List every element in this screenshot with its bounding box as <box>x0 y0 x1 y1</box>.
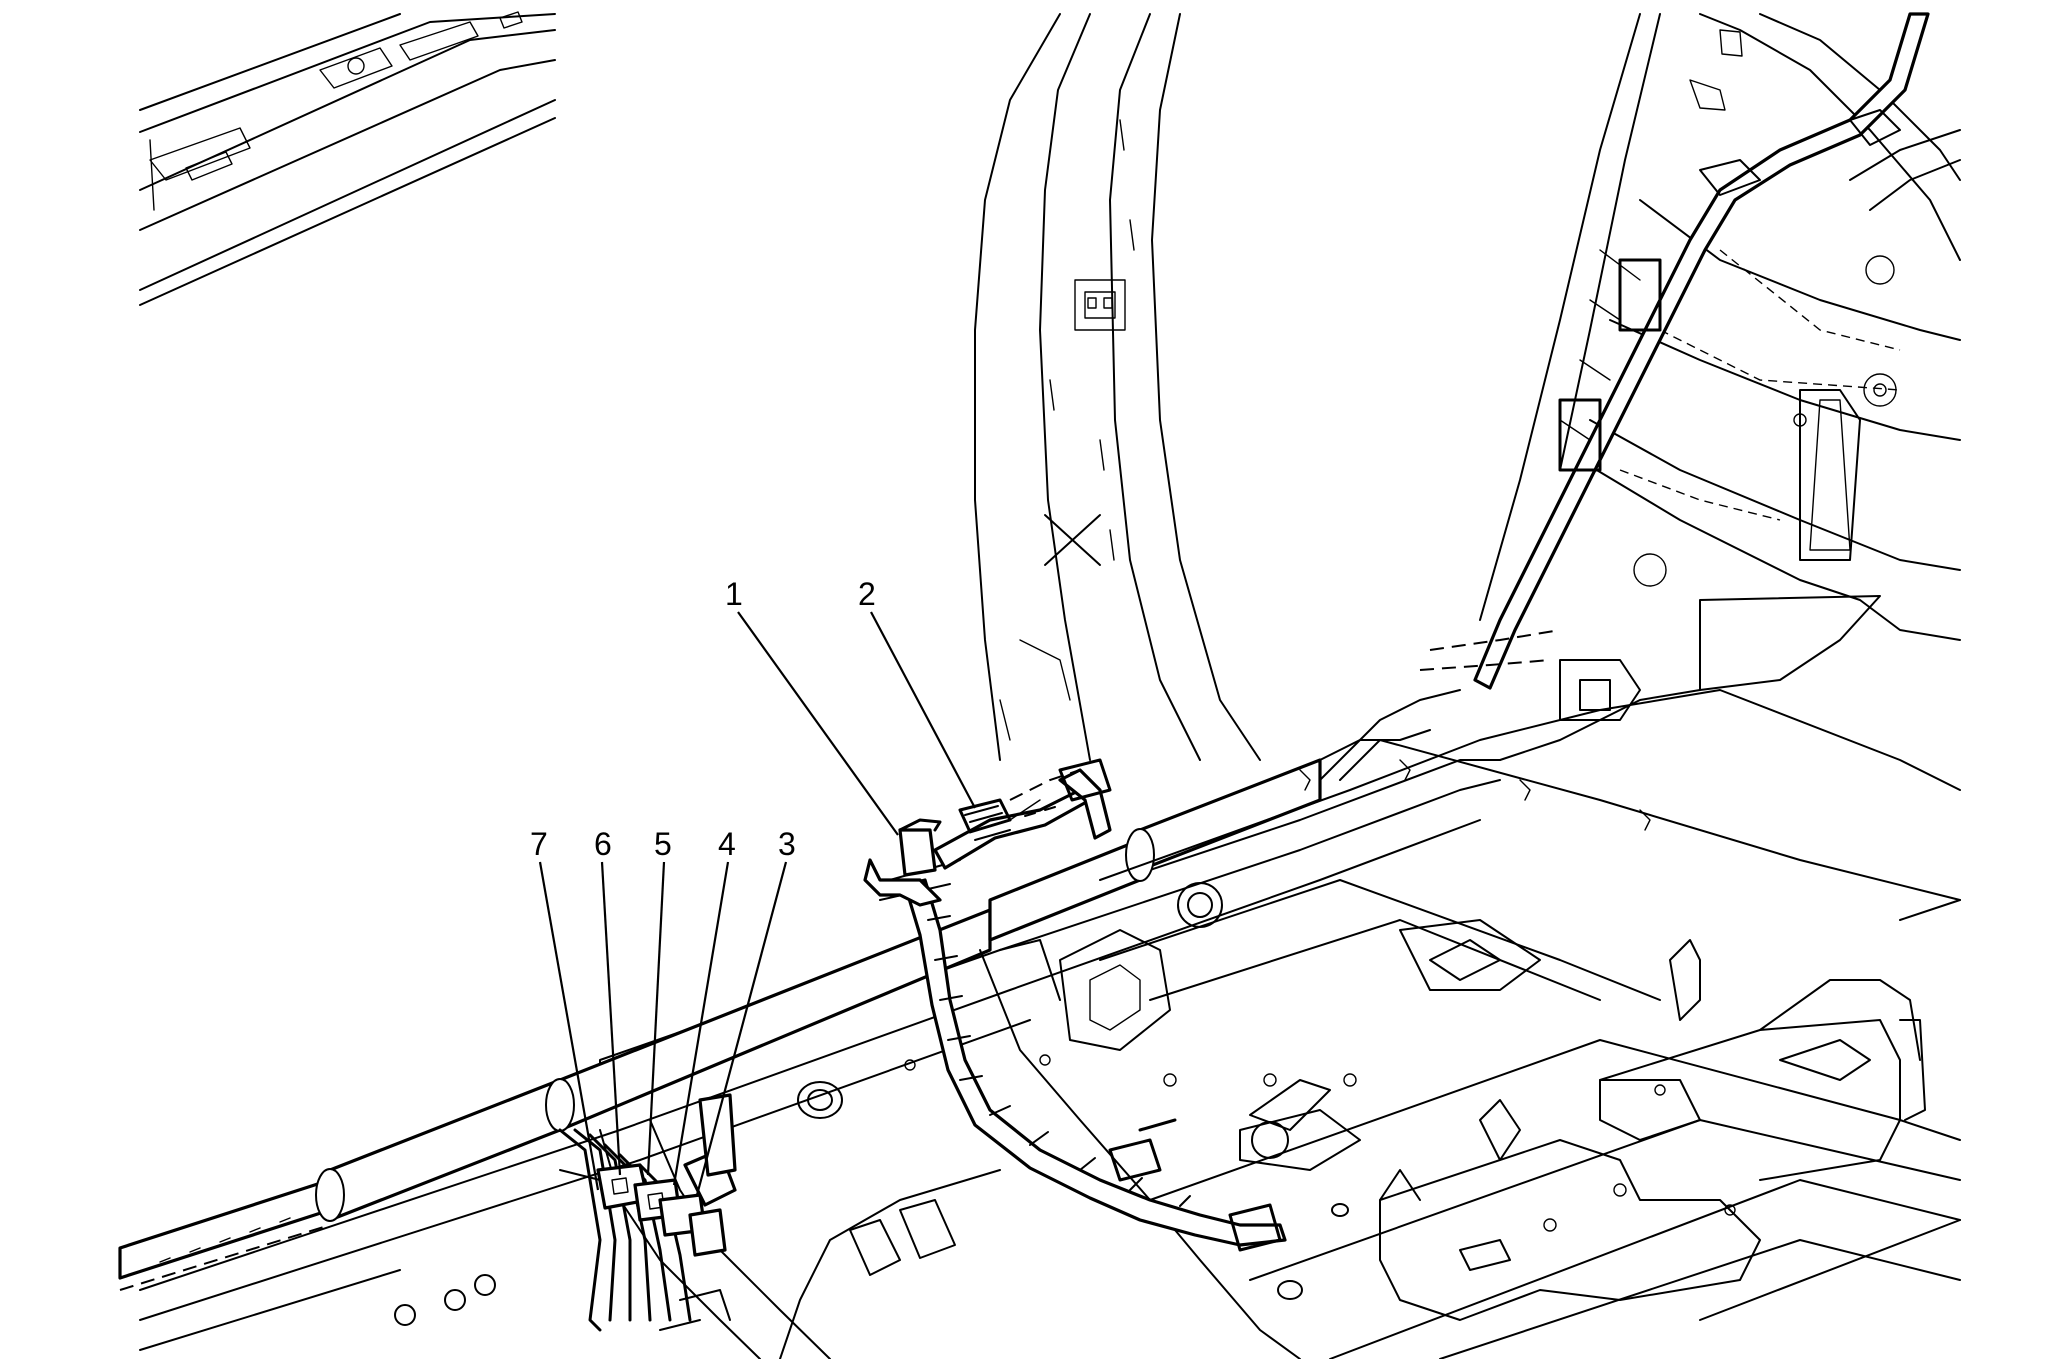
seat-bracket <box>1379 899 1961 1321</box>
leader-5 <box>646 861 666 1176</box>
leader-2 <box>870 611 976 809</box>
leader-4 <box>672 861 730 1186</box>
connector-cluster <box>558 1093 737 1332</box>
rear-quarter-structure <box>1479 13 1961 691</box>
callout-2: 2 <box>858 576 876 612</box>
leader-1 <box>737 611 899 836</box>
rocker-sill <box>139 689 1701 1351</box>
callout-1: 1 <box>725 576 743 612</box>
callout-4: 4 <box>718 826 736 862</box>
upper-harness <box>1473 12 1961 690</box>
roof-rail-fragment <box>139 11 556 306</box>
leader-lines <box>538 611 976 1196</box>
leader-6 <box>600 861 622 1176</box>
callout-6: 6 <box>594 826 612 862</box>
main-sill-harness <box>118 629 1561 1291</box>
callout-5: 5 <box>654 826 672 862</box>
callout-7: 7 <box>530 826 548 862</box>
leader-7 <box>538 861 600 1191</box>
callout-3: 3 <box>778 826 796 862</box>
connector-2-assembly <box>958 769 1081 841</box>
b-pillar <box>974 13 1261 761</box>
floor-pan <box>394 659 1961 1359</box>
leader-3 <box>695 861 788 1196</box>
connector-1-assembly <box>863 758 1112 907</box>
